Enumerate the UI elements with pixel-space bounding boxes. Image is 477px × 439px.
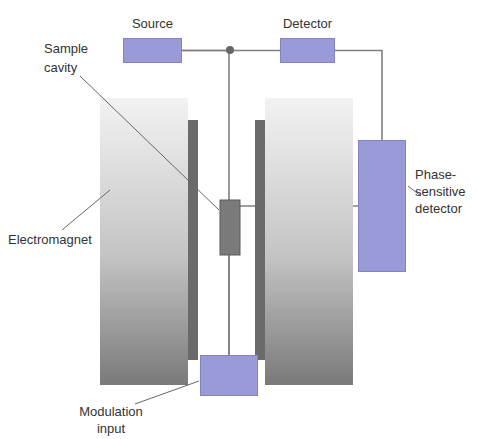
part-label: Sample cavity [44,40,100,78]
box-label: Detector [283,16,332,33]
junction-dot [226,46,234,54]
process-box: Phase-sensitive detector [358,140,406,272]
box-label: Source [132,16,173,33]
leader-line [135,381,199,404]
magnet-pole [100,98,188,385]
leader-line [62,190,110,230]
process-box: Modulation input [200,355,258,396]
process-box: Source [123,38,182,63]
pole-plate [255,120,265,360]
box-label: Phase-sensitive detector [415,167,473,218]
part-label: Electromagnet [8,231,108,250]
sample-cavity [220,200,240,255]
process-box: Detector [280,38,335,63]
leader-line [80,76,219,210]
magnet-pole [265,98,353,385]
box-label: Modulation input [71,404,151,438]
pole-plate [188,120,198,360]
